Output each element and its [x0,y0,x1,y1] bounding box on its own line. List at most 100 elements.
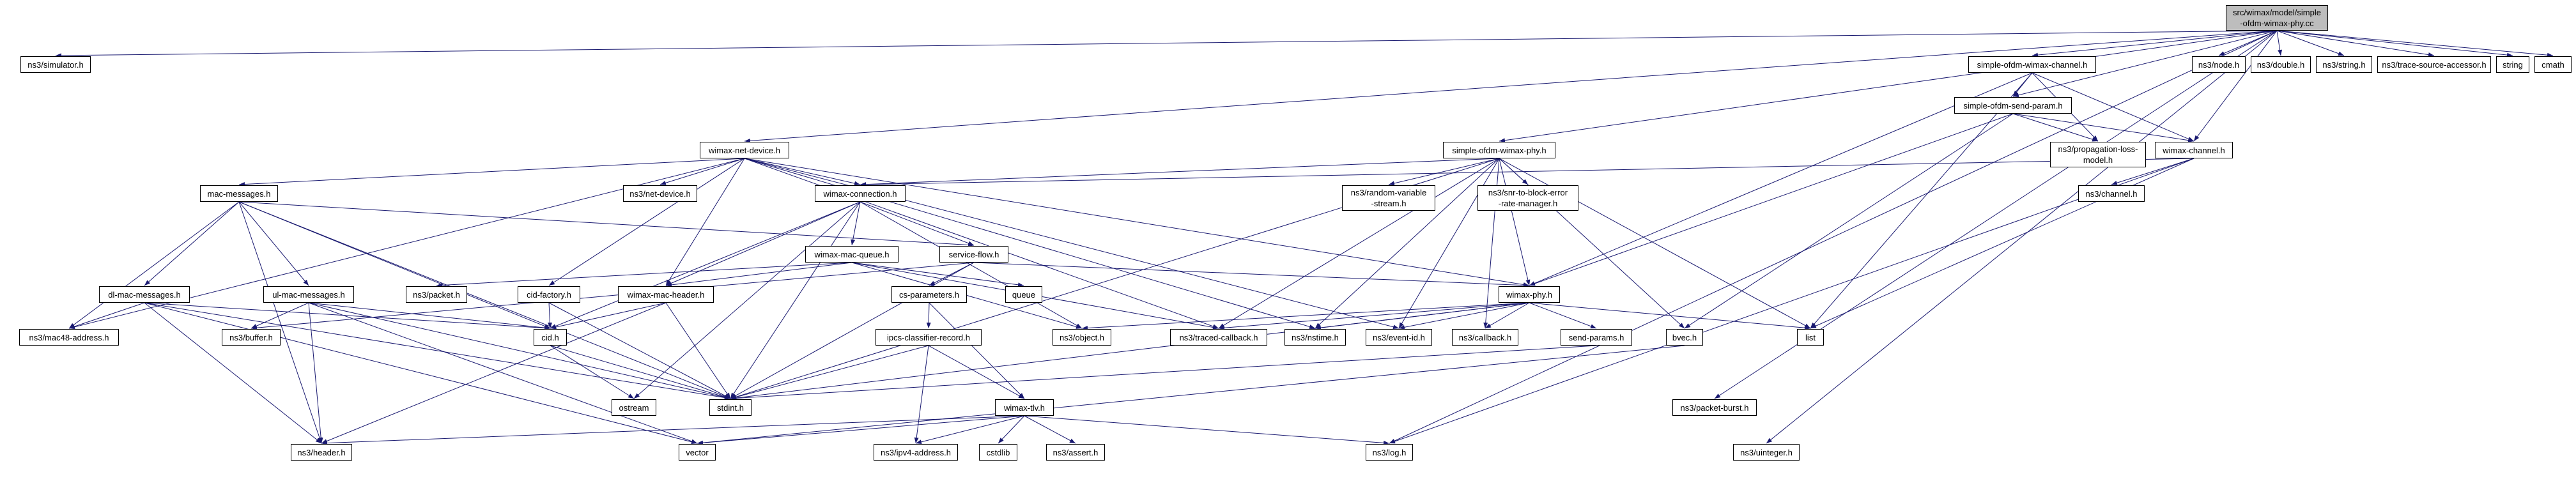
graph-node-ns3-packet[interactable]: ns3/packet.h [406,286,467,303]
graph-node-ns3-simulator[interactable]: ns3/simulator.h [20,56,91,73]
edge-dl-mac-messages--cid [144,302,551,330]
edge-simple-ofdm-wimax-phy--ns3-random-variable-stream [1388,158,1500,186]
graph-node-wimax-phy[interactable]: wimax-phy.h [1499,286,1560,303]
graph-node-string: string [2496,56,2529,73]
edge-wimax-connection--cid [550,201,861,329]
edge-wimax-channel--ns3-channel [2111,158,2194,185]
graph-node-cstdlib: cstdlib [979,444,1017,461]
graph-node-ns3-mac48-address[interactable]: ns3/mac48-address.h [19,329,119,346]
edge-dl-mac-messages--ns3-mac48-address [68,302,145,329]
edge-ipcs-classifier-record--stdint [730,345,929,400]
edge-ul-mac-messages--ns3-header [308,302,323,444]
edge-root--ns3-trace-source-accessor [2276,30,2435,57]
edge-wimax-mac-header--ns3-header [321,302,667,444]
edge-cid-factory--cid [548,302,553,329]
graph-node-simple-ofdm-wimax-phy[interactable]: simple-ofdm-wimax-phy.h [1443,142,1555,158]
edge-root--string [2276,30,2513,57]
graph-node-ns3-packet-burst[interactable]: ns3/packet-burst.h [1672,399,1757,416]
edge-simple-ofdm-wimax-phy--wimax-connection [860,158,1500,187]
graph-node-wimax-mac-queue[interactable]: wimax-mac-queue.h [805,246,899,263]
edge-send-params--stdint [730,345,1597,401]
edge-wimax-net-device--ns3-nstime [744,158,1316,329]
graph-node-send-params[interactable]: send-params.h [1561,329,1632,346]
graph-node-service-flow[interactable]: service-flow.h [939,246,1008,263]
edge-cid--stdint [550,345,731,399]
edge-root--wimax-net-device [744,30,2278,143]
graph-node-ns3-trace-source-accessor[interactable]: ns3/trace-source-accessor.h [2377,56,2491,73]
graph-node-ns3-channel[interactable]: ns3/channel.h [2078,185,2145,202]
graph-node-wimax-channel[interactable]: wimax-channel.h [2155,142,2233,158]
graph-node-ns3-net-device[interactable]: ns3/net-device.h [623,185,697,202]
graph-node-ns3-ipv4-address[interactable]: ns3/ipv4-address.h [874,444,958,461]
graph-node-queue: queue [1005,286,1042,303]
graph-node-ns3-event-id[interactable]: ns3/event-id.h [1366,329,1432,346]
edge-root--simple-ofdm-send-param [2012,30,2278,98]
graph-node-wimax-tlv[interactable]: wimax-tlv.h [995,399,1054,416]
edge-simple-ofdm-wimax-phy--ns3-traced-callback [1218,158,1500,329]
graph-node-dl-mac-messages[interactable]: dl-mac-messages.h [99,286,190,303]
edge-root--simple-ofdm-wimax-phy [1499,30,2278,143]
graph-node-ns3-propagation-loss-model[interactable]: ns3/propagation-loss- model.h [2050,142,2146,167]
edge-wimax-mac-queue--ns3-packet [436,262,852,287]
graph-node-cs-parameters[interactable]: cs-parameters.h [891,286,967,303]
graph-node-wimax-mac-header[interactable]: wimax-mac-header.h [618,286,714,303]
edge-wimax-mac-queue--queue [851,262,1024,287]
edge-simple-ofdm-send-param--bvec [1684,113,2014,329]
edge-dl-mac-messages--ns3-header [144,302,322,444]
graph-node-ul-mac-messages[interactable]: ul-mac-messages.h [263,286,354,303]
edge-wimax-connection--ostream [633,201,861,399]
graph-node-ns3-object[interactable]: ns3/object.h [1053,329,1111,346]
edge-root--wimax-channel [2193,30,2278,142]
graph-node-cid[interactable]: cid.h [534,329,567,346]
graph-node-ns3-callback[interactable]: ns3/callback.h [1452,329,1518,346]
edge-wimax-phy--list [1529,302,1811,330]
graph-node-ns3-buffer[interactable]: ns3/buffer.h [222,329,281,346]
graph-node-ns3-assert[interactable]: ns3/assert.h [1046,444,1105,461]
graph-node-simple-ofdm-wimax-channel[interactable]: simple-ofdm-wimax-channel.h [1968,56,2096,73]
graph-node-ostream: ostream [612,399,656,416]
edge-ul-mac-messages--cid [308,302,551,330]
graph-node-ns3-snr-to-block-error-rate-manager[interactable]: ns3/snr-to-block-error -rate-manager.h [1477,185,1578,211]
graph-node-vector: vector [679,444,716,461]
graph-node-cid-factory[interactable]: cid-factory.h [518,286,580,303]
edge-mac-messages--ns3-mac48-address [68,201,240,329]
edge-wimax-tlv--ns3-assert [1024,415,1076,444]
edge-wimax-phy--send-params [1529,302,1597,329]
edge-wimax-tlv--ns3-header [321,415,1025,446]
edge-mac-messages--dl-mac-messages [144,201,240,286]
edge-cid-factory--stdint [548,302,731,399]
graph-node-ns3-header[interactable]: ns3/header.h [291,444,352,461]
edge-root--ns3-double [2276,30,2283,56]
edge-simple-ofdm-send-param--wimax-channel [2012,113,2194,143]
edge-ul-mac-messages--stdint [308,302,731,400]
edge-wimax-tlv--ns3-ipv4-address [915,415,1025,445]
graph-node-ns3-nstime[interactable]: ns3/nstime.h [1284,329,1346,346]
edge-cid--ostream [550,345,635,399]
edge-dl-mac-messages--stdint [144,302,731,401]
edge-ipcs-classifier-record--ns3-ipv4-address [914,345,929,444]
graph-node-wimax-connection[interactable]: wimax-connection.h [815,185,906,202]
edge-wimax-phy--stdint [730,302,1530,401]
graph-node-simple-ofdm-send-param[interactable]: simple-ofdm-send-param.h [1954,97,2072,114]
graph-node-ns3-uinteger[interactable]: ns3/uinteger.h [1733,444,1800,461]
graph-node-ns3-double[interactable]: ns3/double.h [2251,56,2311,73]
edge-wimax-tlv--cstdlib [998,415,1025,444]
edge-wimax-net-device--wimax-connection [744,158,861,186]
graph-node-wimax-net-device[interactable]: wimax-net-device.h [700,142,789,158]
graph-node-ns3-random-variable-stream[interactable]: ns3/random-variable -stream.h [1342,185,1435,211]
graph-node-ns3-log[interactable]: ns3/log.h [1366,444,1413,461]
edge-wimax-tlv--vector [697,415,1025,445]
graph-node-mac-messages[interactable]: mac-messages.h [200,185,278,202]
edge-root--ns3-log [1389,30,2278,444]
graph-node-ns3-string[interactable]: ns3/string.h [2316,56,2372,73]
edge-root--ns3-string [2276,30,2345,56]
edge-service-flow--wimax-phy [973,262,1530,288]
edge-wimax-phy--ns3-object [1081,302,1530,330]
graph-node-ns3-node[interactable]: ns3/node.h [2192,56,2246,73]
graph-node-ipcs-classifier-record[interactable]: ipcs-classifier-record.h [875,329,982,346]
graph-node-ns3-traced-callback[interactable]: ns3/traced-callback.h [1170,329,1267,346]
edge-dl-mac-messages--vector [144,302,698,445]
graph-node-bvec[interactable]: bvec.h [1666,329,1703,346]
